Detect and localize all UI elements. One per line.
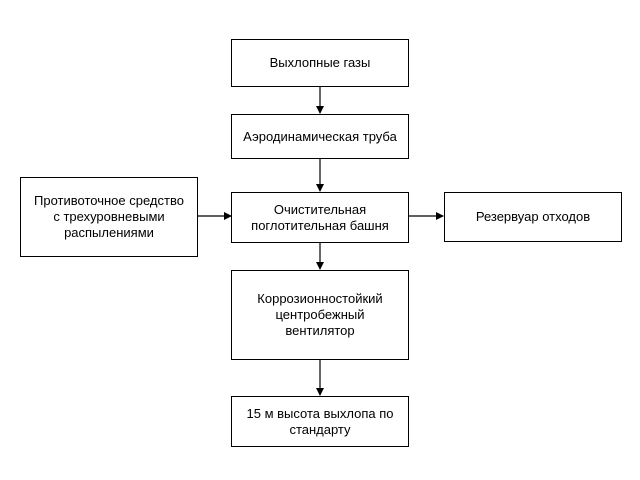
absorption-tower-label: Очистительная поглотительная башня (251, 201, 389, 233)
exhaust-stack-label: 15 м высота выхлопа по стандарту (246, 405, 394, 437)
counterflow-node: Противоточное средство с трехуровневыми … (20, 177, 198, 257)
wind-tunnel-node: Аэродинамическая труба (231, 114, 409, 159)
exhaust-stack-node: 15 м высота выхлопа по стандарту (231, 396, 409, 447)
waste-tank-label: Резервуар отходов (475, 209, 591, 224)
absorption-tower-node: Очистительная поглотительная башня (231, 192, 409, 243)
wind-tunnel-label: Аэродинамическая труба (243, 128, 397, 144)
centrifugal-fan-label: Коррозионностойкий центробежный вентилят… (257, 291, 383, 338)
exhaust-gas-label: Выхлопные газы (269, 55, 371, 70)
centrifugal-fan-node: Коррозионностойкий центробежный вентилят… (231, 270, 409, 360)
waste-tank-node: Резервуар отходов (444, 192, 622, 242)
counterflow-label: Противоточное средство с трехуровневыми … (34, 193, 184, 240)
exhaust-gas-node: Выхлопные газы (231, 39, 409, 87)
